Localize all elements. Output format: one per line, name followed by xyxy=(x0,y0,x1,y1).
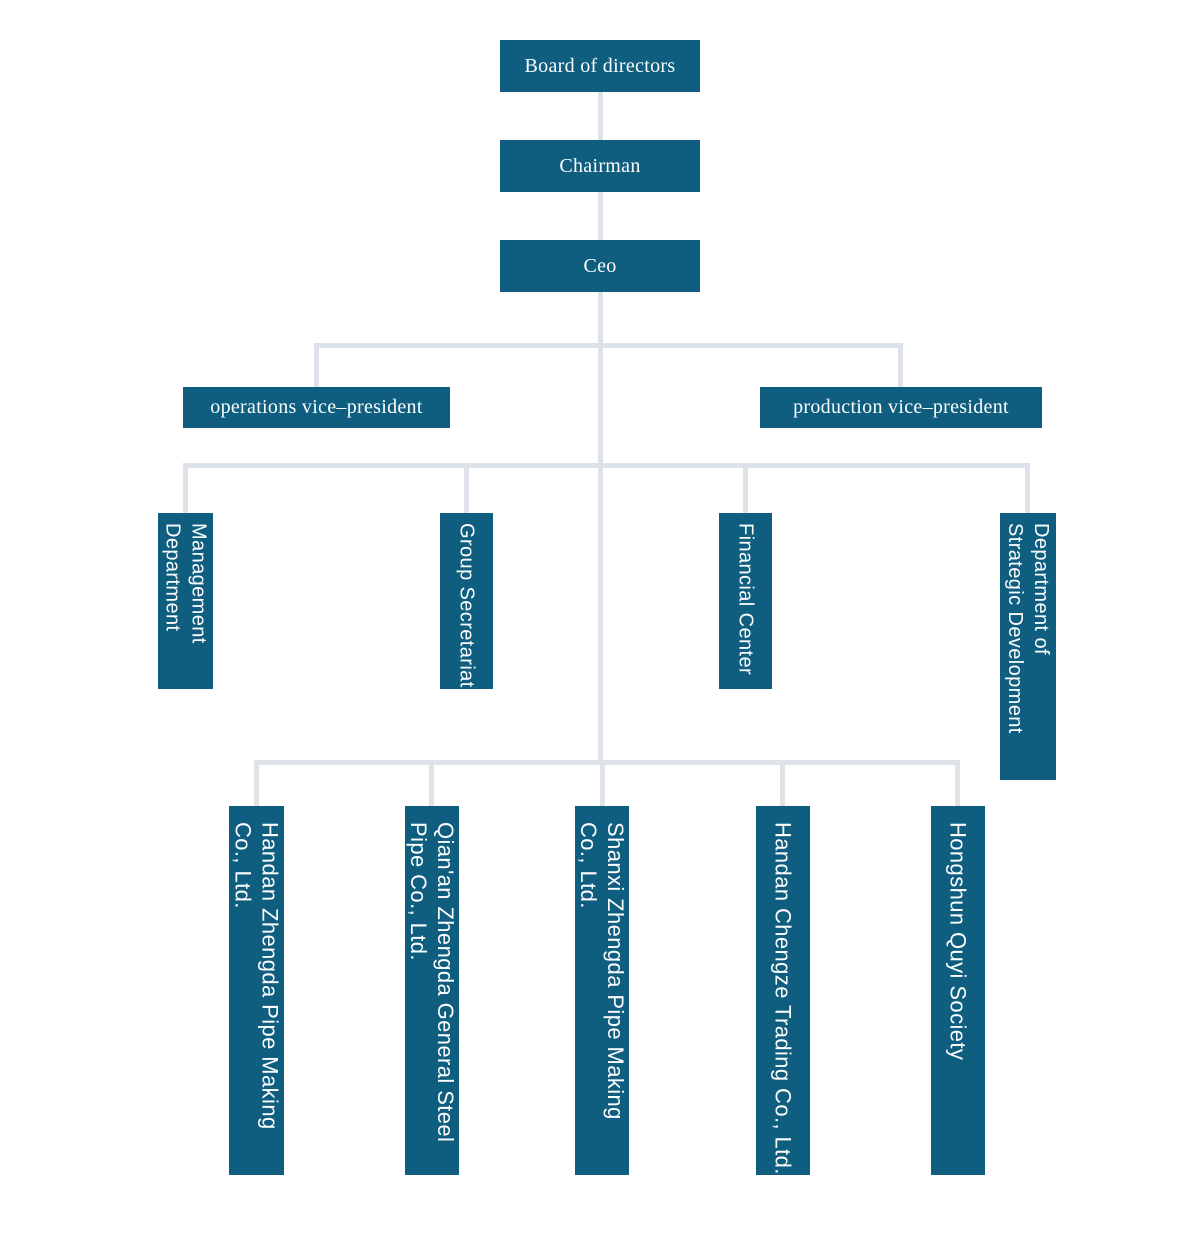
connector-drop-group-secretariat xyxy=(464,463,469,513)
node-label-line: Group Secretariat xyxy=(455,523,478,688)
connector-ceo-spine xyxy=(598,292,603,765)
node-ceo: Ceo xyxy=(500,240,700,292)
node-label-line: Handan Chengze Trading Co., Ltd. xyxy=(770,822,796,1175)
connector-drop-shanxi-zhengda xyxy=(600,760,605,806)
node-handan-chengze-trading: Handan Chengze Trading Co., Ltd. xyxy=(756,806,810,1175)
node-label: operations vice–president xyxy=(210,396,423,418)
node-label: Board of directors xyxy=(524,54,676,77)
connector-drop-financial-center xyxy=(743,463,748,513)
connector-drop-operations-vp xyxy=(314,343,319,387)
node-operations-vice-president: operations vice–president xyxy=(183,387,450,428)
node-board-of-directors: Board of directors xyxy=(500,40,700,92)
node-production-vice-president: production vice–president xyxy=(760,387,1042,428)
connector-drop-qianan-zhengda xyxy=(429,760,434,806)
node-label: production vice–president xyxy=(793,396,1009,418)
connector-subsidiaries-horizontal xyxy=(254,760,960,765)
node-chairman: Chairman xyxy=(500,140,700,192)
node-label-line: Financial Center xyxy=(734,523,757,676)
node-management-department: Management Department xyxy=(158,513,213,689)
connector-vp-horizontal xyxy=(314,343,903,348)
node-label-line: Department of xyxy=(1030,523,1052,655)
node-label-line: Department xyxy=(161,523,184,632)
node-financial-center: Financial Center xyxy=(719,513,772,689)
connector-drop-hongshun-quyi xyxy=(955,760,960,806)
node-label-line: Strategic Development xyxy=(1004,523,1026,734)
node-hongshun-quyi-society: Hongshun Quyi Society xyxy=(931,806,985,1175)
connector-drop-production-vp xyxy=(898,343,903,387)
node-handan-zhengda-pipe-making: Handan Zhengda Pipe Making Co., Ltd. xyxy=(229,806,284,1175)
connector-chairman-ceo xyxy=(598,192,603,240)
node-label-line: Hongshun Quyi Society xyxy=(945,822,971,1061)
node-label-line: Pipe Co., Ltd. xyxy=(406,822,431,961)
node-shanxi-zhengda-pipe-making: Shanxi Zhengda Pipe Making Co., Ltd. xyxy=(575,806,629,1175)
node-label: Chairman xyxy=(559,154,641,177)
node-department-of-strategic-development: Department of Strategic Development xyxy=(1000,513,1056,780)
connector-departments-horizontal xyxy=(183,463,1030,468)
connector-board-chairman xyxy=(598,92,603,140)
node-label-line: Co., Ltd. xyxy=(230,822,256,909)
node-label-line: Shanxi Zhengda Pipe Making xyxy=(603,822,628,1120)
node-label-line: Qian'an Zhengda General Steel xyxy=(433,822,458,1143)
node-label-line: Co., Ltd. xyxy=(576,822,601,909)
node-group-secretariat: Group Secretariat xyxy=(440,513,493,689)
connector-drop-management-department xyxy=(183,463,188,513)
node-label-line: Management xyxy=(187,523,210,644)
connector-drop-strategic-development xyxy=(1025,463,1030,513)
connector-drop-handan-zhengda xyxy=(254,760,259,806)
connector-drop-handan-chengze xyxy=(780,760,785,806)
node-qianan-zhengda-general-steel-pipe: Qian'an Zhengda General Steel Pipe Co., … xyxy=(405,806,459,1175)
node-label-line: Handan Zhengda Pipe Making xyxy=(257,822,283,1130)
node-label: Ceo xyxy=(583,254,617,277)
